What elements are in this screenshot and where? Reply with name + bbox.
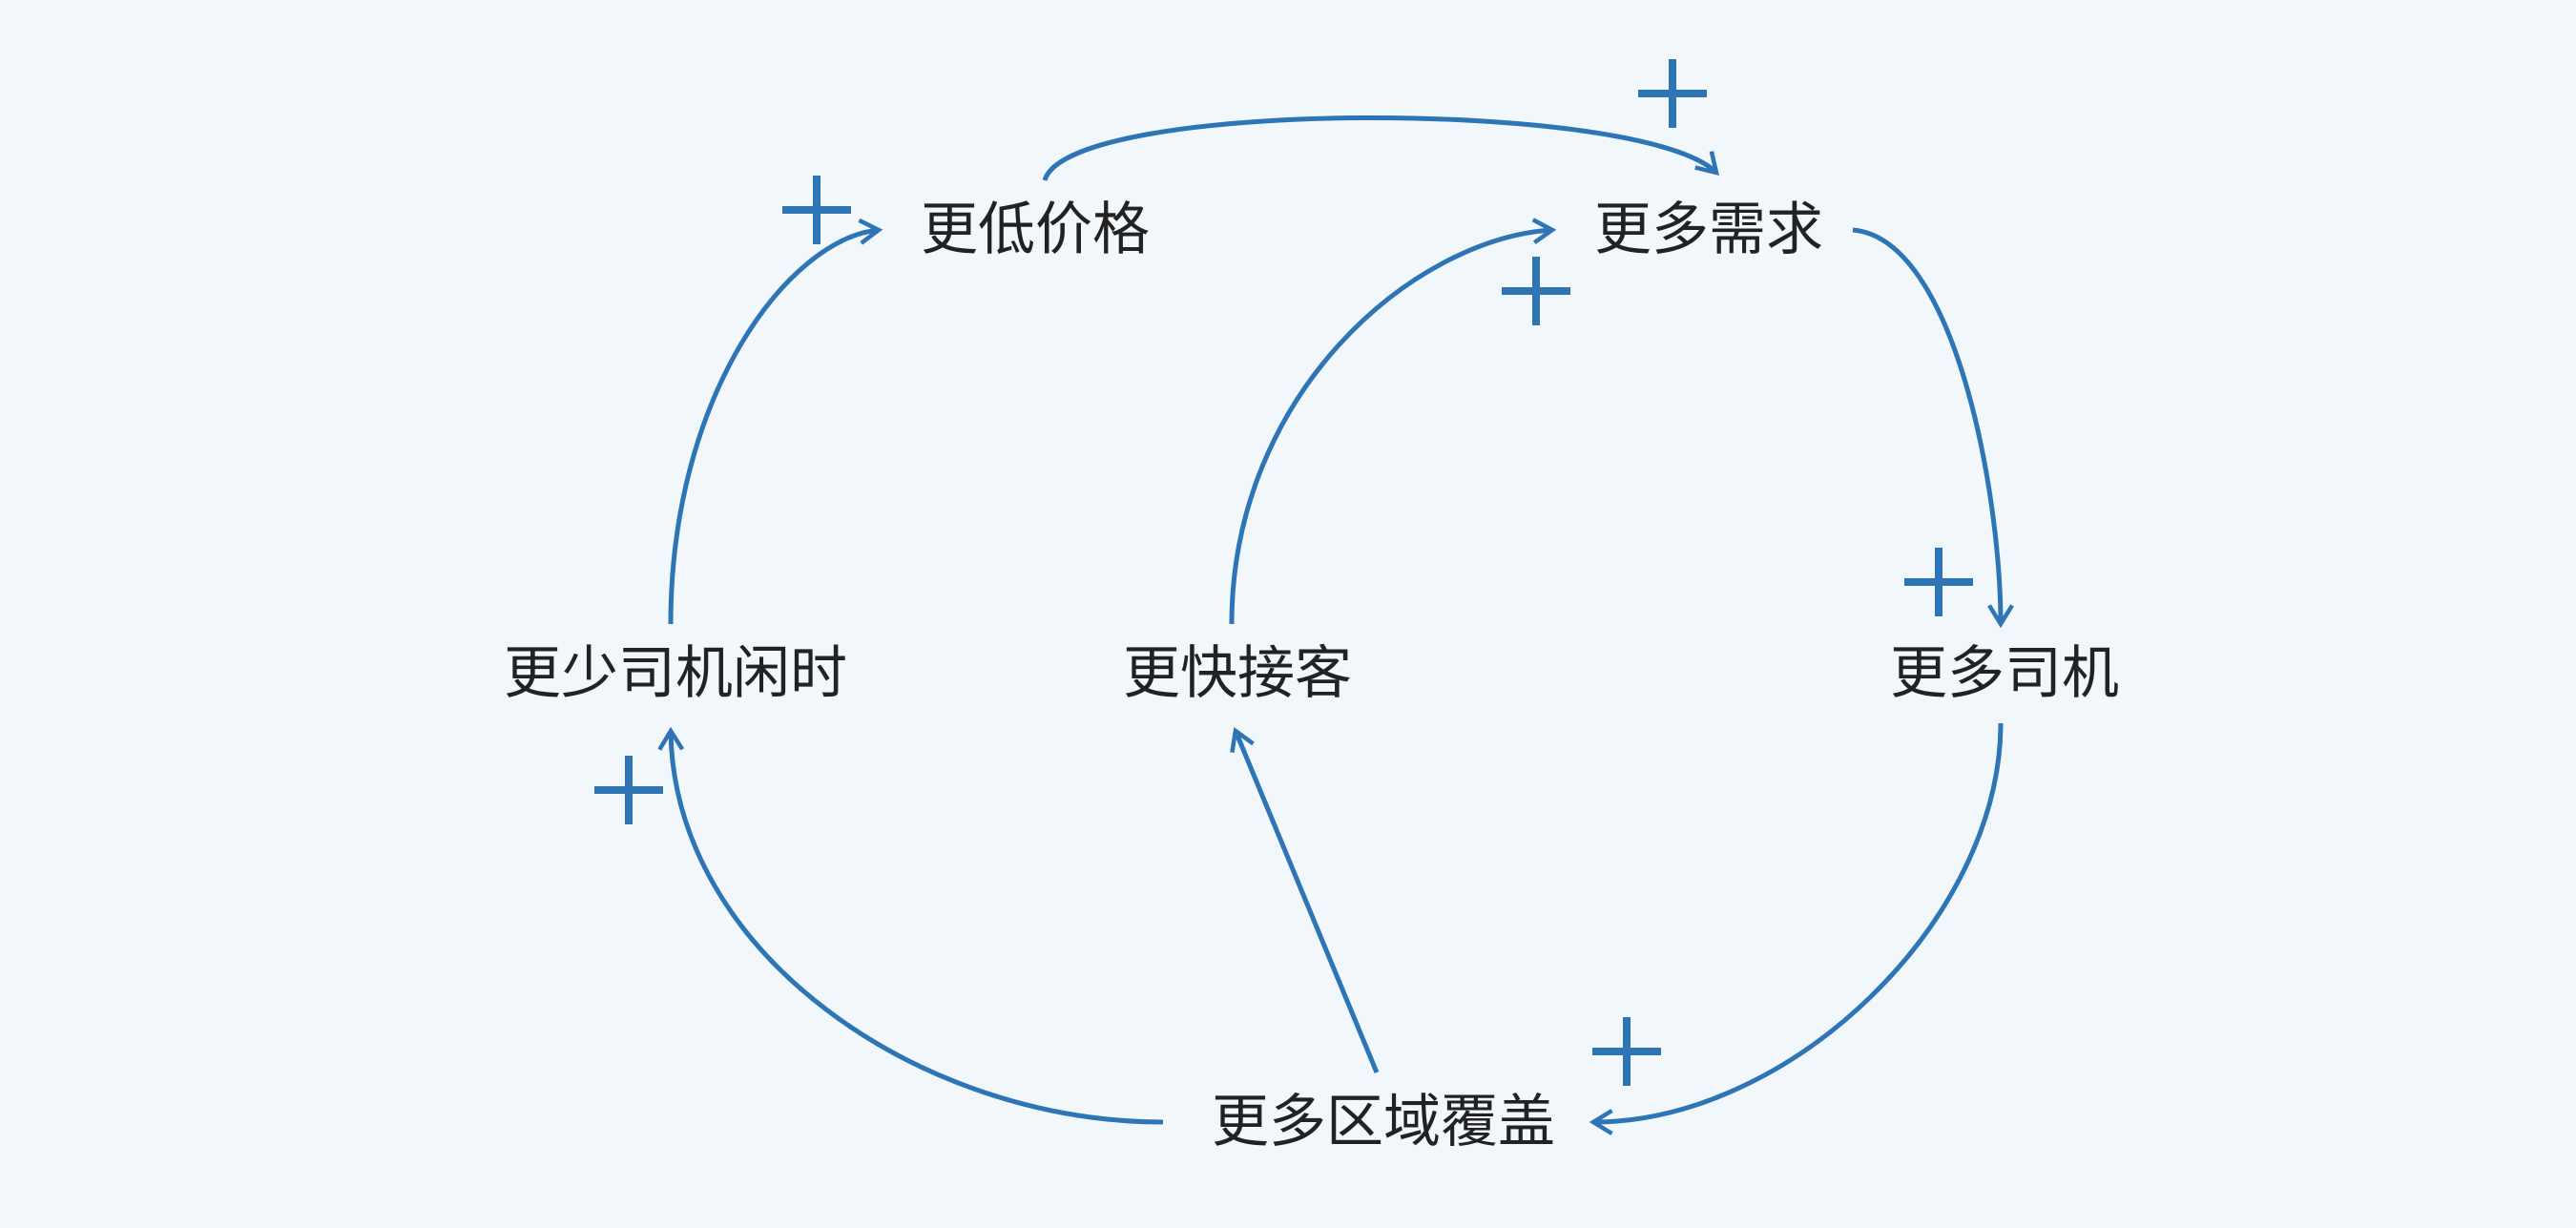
node-faster-pickup: 更快接客 — [1123, 640, 1352, 707]
link-more-drivers-to-more-coverage — [1589, 722, 2004, 1135]
link-less-idle-to-lower-price — [668, 218, 883, 625]
positive-polarity-icon — [594, 756, 663, 824]
positive-polarity-icon — [782, 176, 851, 244]
positive-polarity-icon — [1502, 257, 1570, 325]
positive-polarity-icon — [1592, 1017, 1661, 1086]
node-more-drivers: 更多司机 — [1890, 640, 2119, 707]
link-lower-price-to-more-demand — [1042, 114, 1720, 181]
positive-polarity-icon — [1638, 59, 1707, 128]
node-more-coverage: 更多区域覆盖 — [1212, 1089, 1555, 1155]
node-more-demand: 更多需求 — [1594, 197, 1823, 263]
node-less-idle-time: 更少司机闲时 — [504, 640, 847, 707]
link-more-coverage-to-faster-pickup — [1230, 727, 1380, 1073]
link-more-coverage-to-less-idle — [657, 726, 1164, 1125]
node-lower-price: 更低价格 — [921, 197, 1150, 263]
positive-polarity-icon — [1904, 548, 1973, 616]
link-more-demand-to-more-drivers — [1852, 227, 2014, 629]
link-faster-pickup-to-more-demand — [1229, 218, 1557, 625]
